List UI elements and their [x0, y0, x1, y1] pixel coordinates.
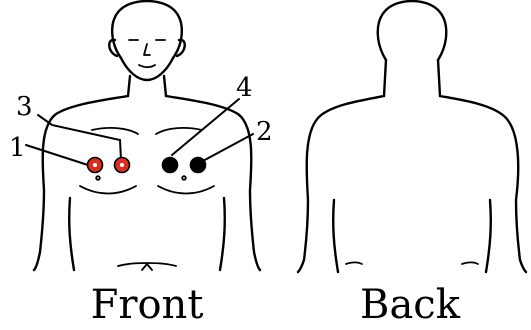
electrode-1-number-label: 1 — [9, 133, 26, 163]
front-torso-figure — [34, 1, 260, 270]
electrode-2-number-label: 2 — [256, 117, 273, 147]
back-torso-figure — [298, 1, 526, 272]
leader-line-electrode-2 — [201, 134, 253, 162]
electrode-1-center-dot — [93, 163, 97, 167]
leader-line-electrode-1 — [26, 145, 91, 166]
front-caption: Front — [91, 282, 204, 328]
electrode-3-center-dot — [120, 163, 124, 167]
electrode-2-marker — [191, 158, 206, 173]
back-caption: Back — [360, 282, 461, 328]
electrode-3-number-label: 3 — [16, 92, 33, 122]
electrode-4-number-label: 4 — [236, 73, 253, 103]
electrode-4-marker — [163, 158, 178, 173]
